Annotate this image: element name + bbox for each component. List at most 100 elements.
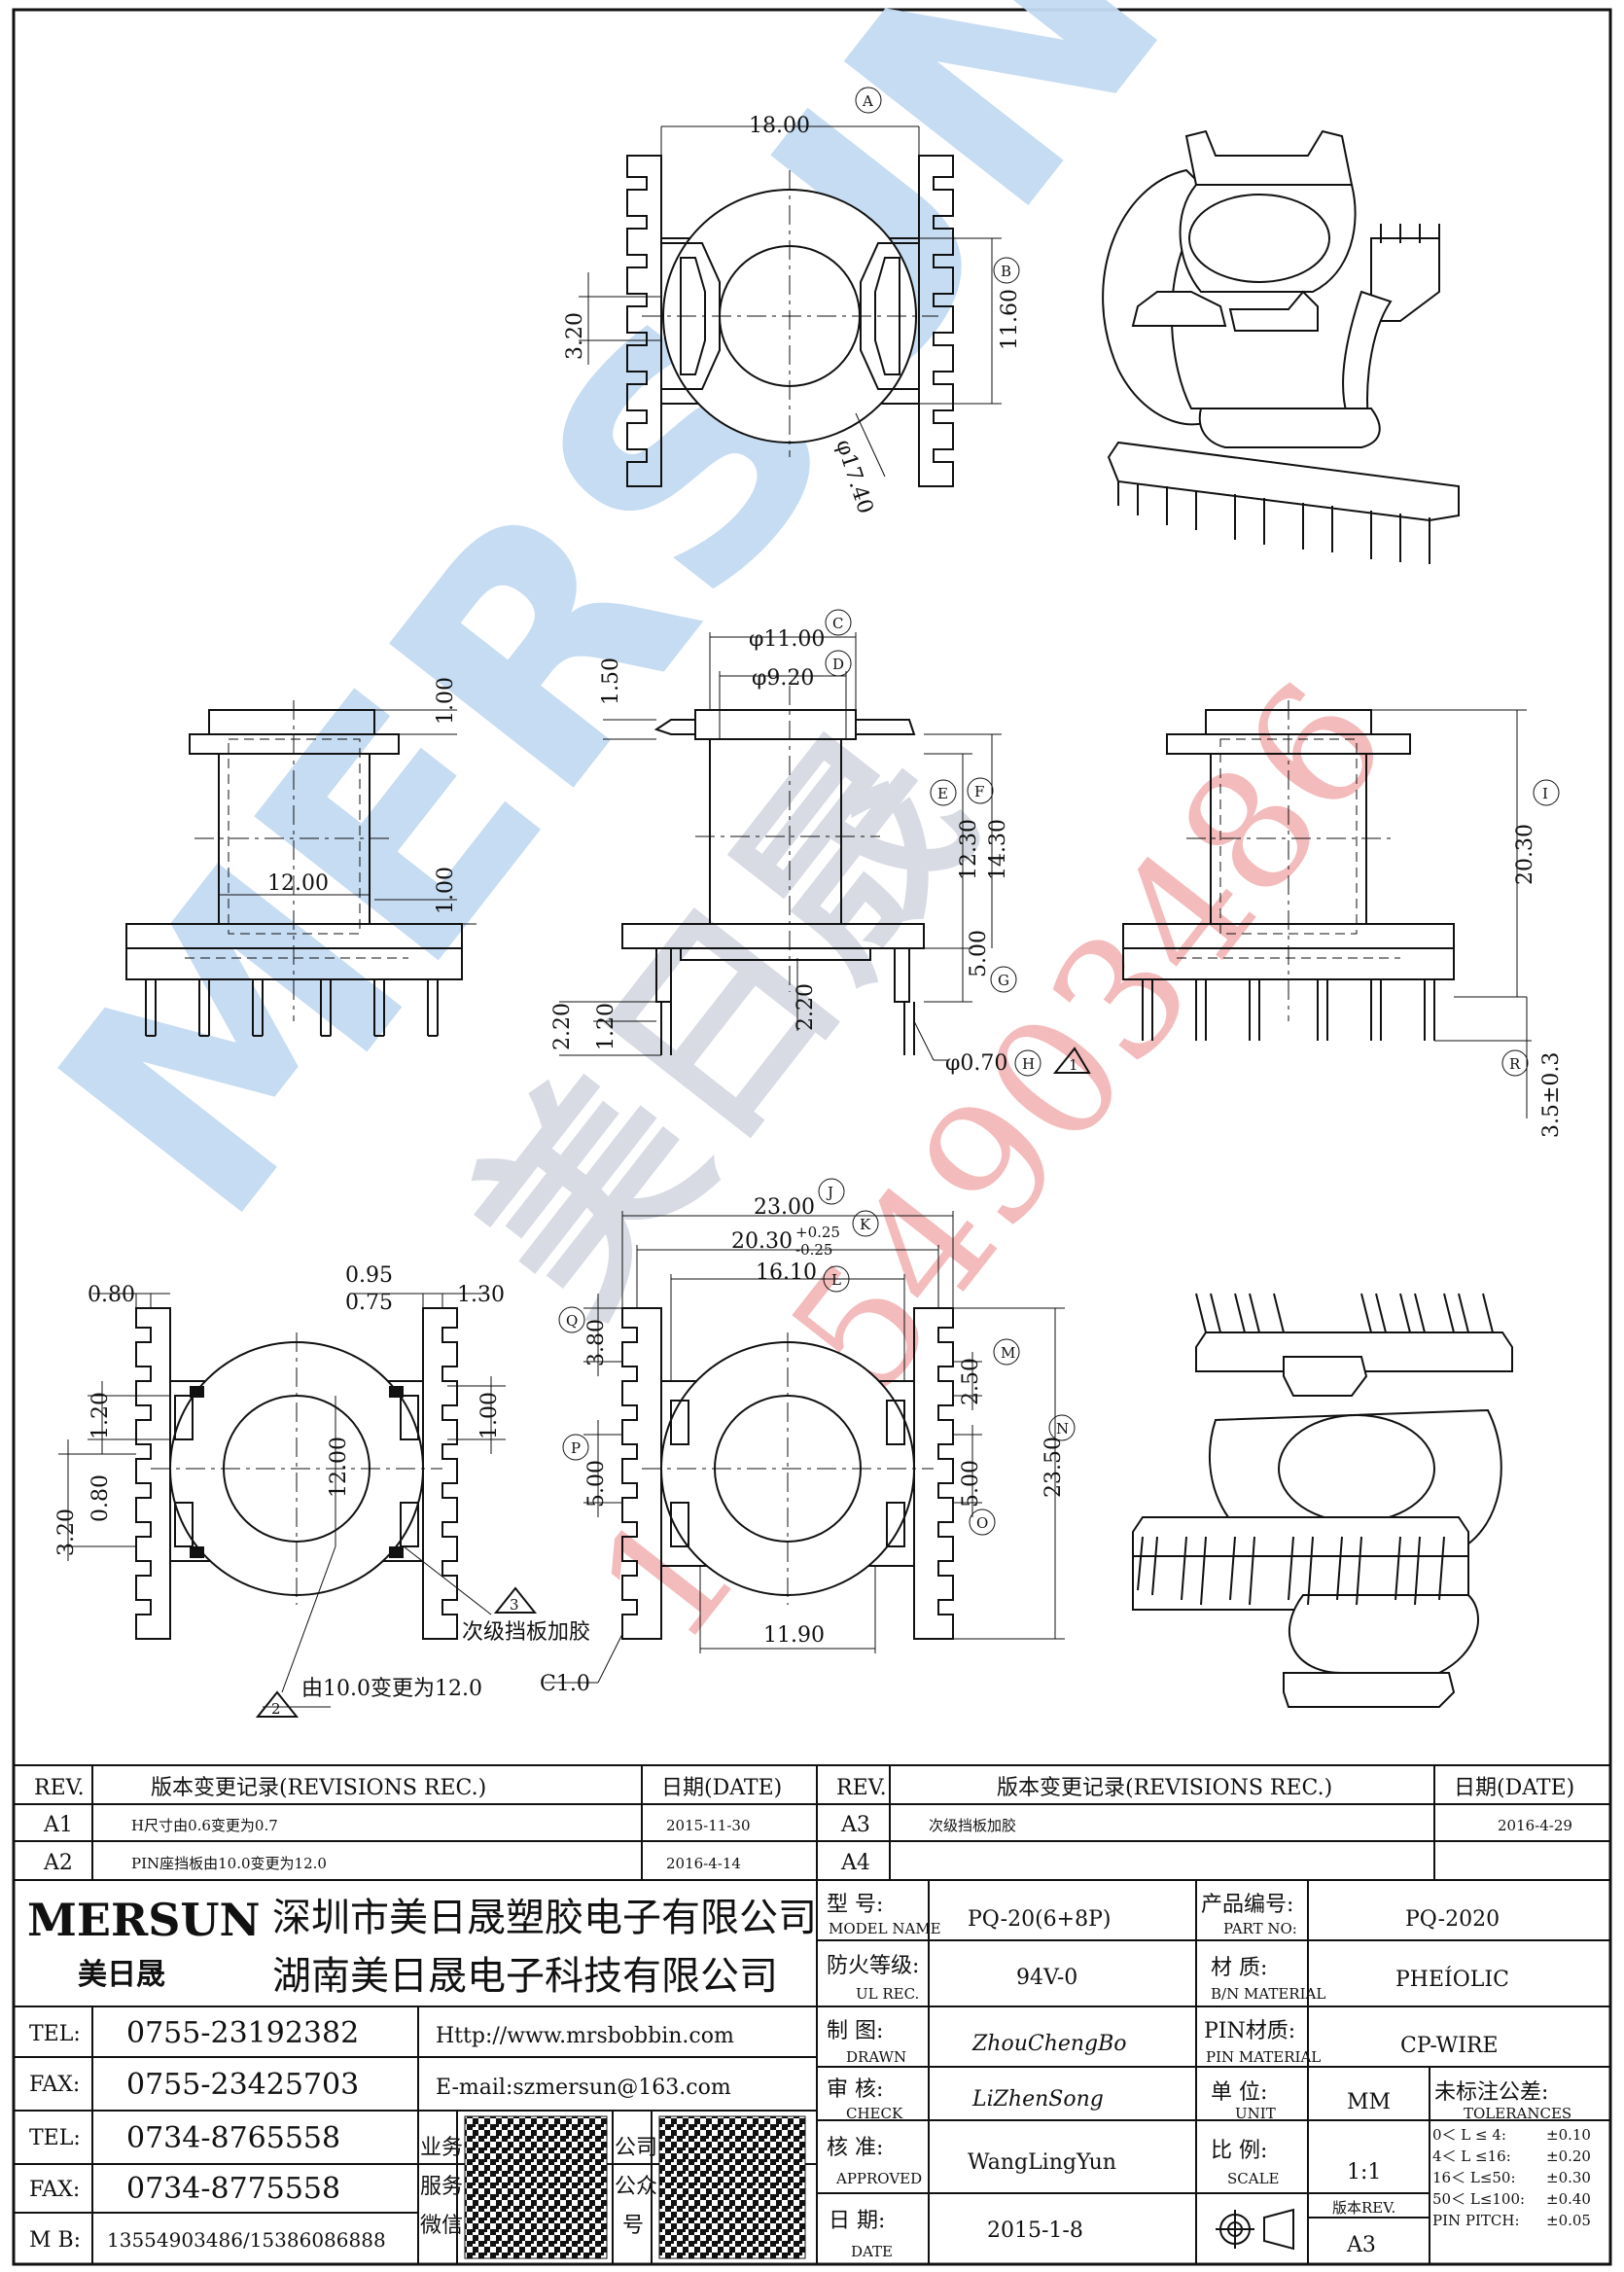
tol-value-3: ±0.40 [1546, 2190, 1591, 2208]
dim-lv-100: 1.00 [477, 1392, 502, 1439]
date-left-0: 2015-11-30 [666, 1817, 750, 1834]
svg-text:A: A [862, 92, 873, 110]
rec-left-1: PIN座挡板由10.0变更为12.0 [131, 1855, 327, 1872]
rev-left-1: A2 [43, 1851, 73, 1875]
svg-text:Q: Q [566, 1312, 578, 1330]
svg-text:R: R [1509, 1055, 1521, 1073]
ver-value: A3 [1346, 2233, 1376, 2257]
rec-left-0: H尺寸由0.6变更为0.7 [131, 1817, 278, 1834]
dim-side-width: 12.00 [267, 871, 329, 896]
dim-d-diam: φ9.20 [752, 666, 814, 691]
dim-h-pin: φ0.70 [945, 1051, 1007, 1076]
check-value: LiZhenSong [971, 2087, 1104, 2112]
dim-q-h: 3.80 [584, 1319, 609, 1367]
part-label: 产品编号: [1201, 1893, 1293, 1917]
projection-symbol-icon [1216, 2208, 1294, 2251]
date-left-1: 2016-4-14 [666, 1855, 741, 1872]
rev-header-left: REV. [34, 1776, 85, 1800]
label-f: F [967, 777, 994, 804]
label-o: O [969, 1509, 996, 1536]
dim-c-diam: φ11.00 [749, 627, 825, 652]
mb-label: M B: [29, 2228, 81, 2253]
company-name-2: 湖南美日晟电子科技有限公司 [272, 1954, 778, 1999]
company-logo: MERSUN [27, 1894, 261, 1946]
dim-11-60: 11.60 [998, 289, 1022, 350]
tol-range-0: 0＜ L ≤ 4: [1432, 2126, 1506, 2144]
date-label: 日 期: [829, 2209, 885, 2233]
dim-b-w: 11.90 [763, 1623, 825, 1648]
qr-biz-icon [464, 2115, 608, 2259]
sheet-border [12, 8, 1612, 2266]
label-d: D [825, 650, 852, 677]
svg-text:P: P [571, 1439, 581, 1457]
isometric-view-bottom [1132, 1331, 1513, 1708]
tel1-label: TEL: [29, 2022, 81, 2046]
dim-o-h: 5.00 [959, 1460, 983, 1508]
dim-lv-095: 0.95 [345, 1263, 393, 1288]
svg-text:G: G [998, 972, 1009, 989]
svg-text:M: M [1001, 1344, 1015, 1362]
biz-label-1: 服务 [420, 2175, 463, 2199]
approved-label: 核 准: [827, 2136, 883, 2160]
scale-value: 1:1 [1347, 2160, 1381, 2184]
rev-header-right: REV. [836, 1776, 887, 1800]
part-value: PQ-2020 [1405, 1907, 1500, 1932]
mat-sub: B/N MATERIAL [1211, 1985, 1325, 2003]
ul-value: 94V-0 [1016, 1966, 1077, 1990]
fax2-value: 0734-8775558 [126, 2172, 340, 2206]
svg-text:O: O [976, 1514, 988, 1532]
dim-lv-075: 0.75 [345, 1291, 393, 1315]
svg-text:D: D [832, 656, 844, 673]
ul-label: 防火等级: [827, 1954, 919, 1978]
svg-text:J: J [826, 1184, 833, 1201]
note-3: 次级挡板加胶 [462, 1620, 590, 1645]
dim-e-h: 12.30 [957, 819, 981, 880]
section-view-center [621, 709, 925, 1055]
label-e: E [930, 779, 957, 806]
svg-text:C: C [832, 615, 843, 632]
date-header-left: 日期(DATE) [661, 1776, 782, 1800]
label-h: H [1014, 1049, 1041, 1077]
approved-value: WangLingYun [968, 2150, 1116, 2175]
label-p: P [562, 1434, 589, 1461]
rev-triangle-3: 3 [493, 1586, 538, 1614]
label-l: L [823, 1265, 850, 1293]
dim-chamfer: C1.0 [540, 1672, 590, 1696]
approved-sub: APPROVED [835, 2170, 922, 2187]
svg-text:3: 3 [510, 1596, 519, 1614]
unit-sub: UNIT [1235, 2105, 1276, 2122]
company-name-1: 深圳市美日晟塑胶电子有限公司 [272, 1896, 817, 1940]
dim-l-w: 16.10 [756, 1260, 817, 1285]
dim-lv-130: 1.30 [457, 1283, 505, 1307]
model-value: PQ-20(6+8P) [968, 1907, 1111, 1932]
pinmat-value: CP-WIRE [1400, 2034, 1499, 2058]
qr-pub-icon [658, 2115, 806, 2259]
mat-label: 材 质: [1211, 1956, 1267, 1980]
svg-text:F: F [974, 783, 984, 800]
label-c: C [825, 609, 852, 636]
pinmat-label: PIN材质: [1204, 2019, 1295, 2043]
dim-p-h: 5.00 [584, 1460, 609, 1508]
dim-side-top: 1.00 [434, 677, 458, 725]
mb-value: 13554903486/15386086888 [107, 2228, 386, 2252]
fax2-label: FAX: [29, 2178, 80, 2202]
dim-pin-off2: 1.20 [594, 1003, 618, 1050]
svg-text:2: 2 [271, 1700, 281, 1718]
rev-left-0: A1 [43, 1813, 73, 1837]
tol-value-4: ±0.05 [1546, 2212, 1591, 2229]
dim-flange-h: 1.50 [599, 657, 623, 705]
label-n: N [1048, 1414, 1076, 1441]
model-sub: MODEL NAME [829, 1920, 941, 1937]
dim-18: 18.00 [749, 114, 810, 138]
tel2-value: 0734-8765558 [126, 2121, 340, 2155]
tol-range-2: 16＜ L≤50: [1432, 2169, 1516, 2186]
tol-sub: TOLERANCES [1464, 2105, 1571, 2122]
isometric-view-top [1102, 129, 1460, 522]
web-link: Http://www.mrsbobbin.com [436, 2024, 734, 2048]
biz-label-0: 业务 [420, 2136, 463, 2160]
pinmat-sub: PIN MATERIAL [1206, 2048, 1321, 2066]
date-header-right: 日期(DATE) [1454, 1776, 1574, 1800]
dim-pin-off1: 2.20 [550, 1003, 575, 1050]
check-sub: CHECK [846, 2105, 903, 2122]
